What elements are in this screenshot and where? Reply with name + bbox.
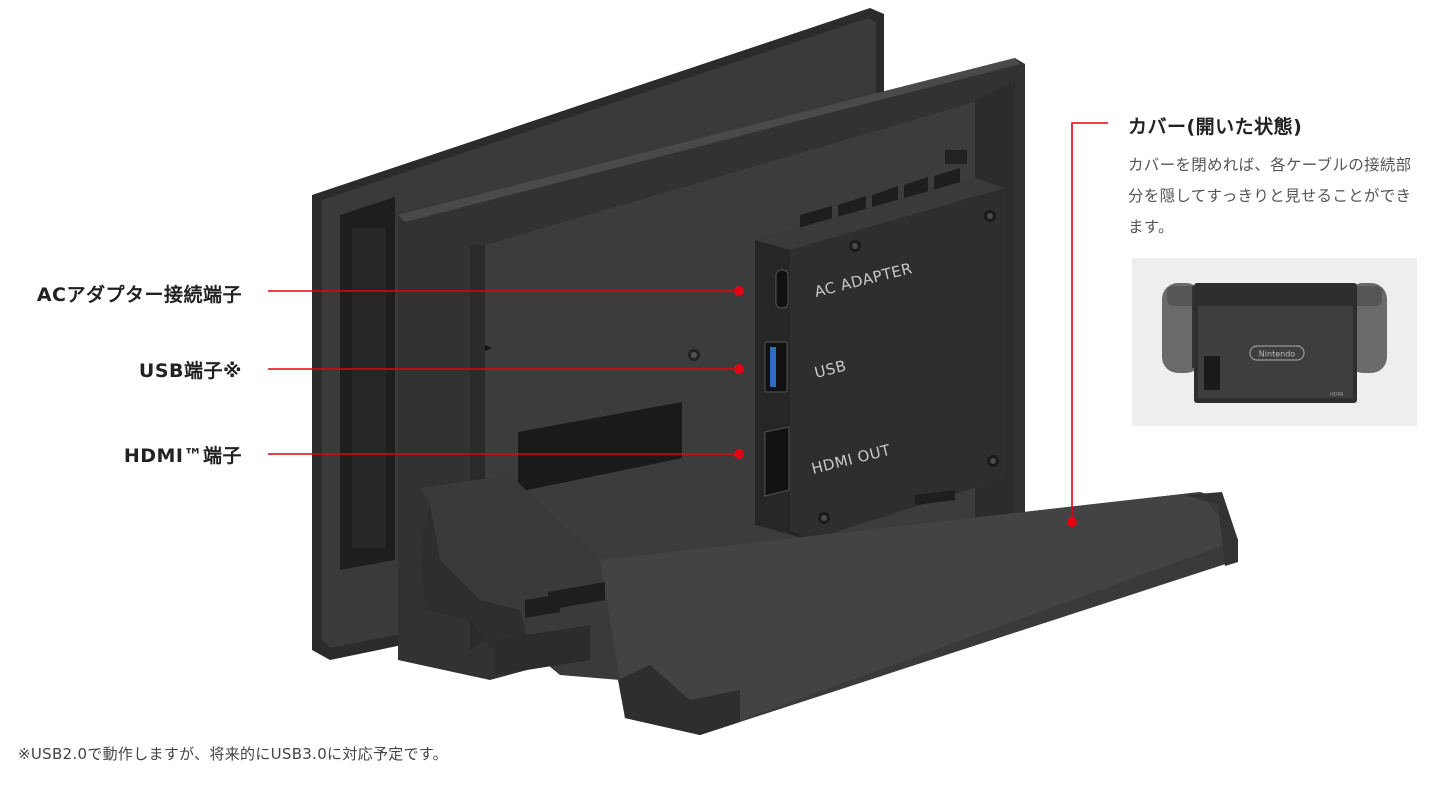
thumbnail-port-text: HDMI [1330,392,1343,398]
callout-dots [734,286,1077,527]
nintendo-logo-text: Nintendo [1259,350,1295,359]
cover-closed-thumbnail: Nintendo HDMI [1132,258,1417,426]
open-cover [420,475,1238,735]
cover-callout-title: カバー(開いた状態) [1128,116,1303,138]
port-box: AC ADAPTER USB HDMI OUT [755,178,1005,540]
hdmi-callout-label: HDMI™端子 [123,445,242,467]
usb-callout-label: USB端子※ [138,360,242,382]
hdmi-port [764,426,790,497]
closed-dock-image: Nintendo HDMI [1132,258,1417,426]
cover-callout-description: カバーを閉めれば、各ケーブルの接続部分を隠してすっきりと見せることができます。 [1128,156,1412,236]
callout-lines [268,122,1108,522]
usb-footnote: ※USB2.0で動作しますが、将来的にUSB3.0に対応予定です。 [18,745,448,763]
ac-adapter-port [775,269,789,309]
ac-adapter-callout-label: ACアダプター接続端子 [36,284,242,306]
